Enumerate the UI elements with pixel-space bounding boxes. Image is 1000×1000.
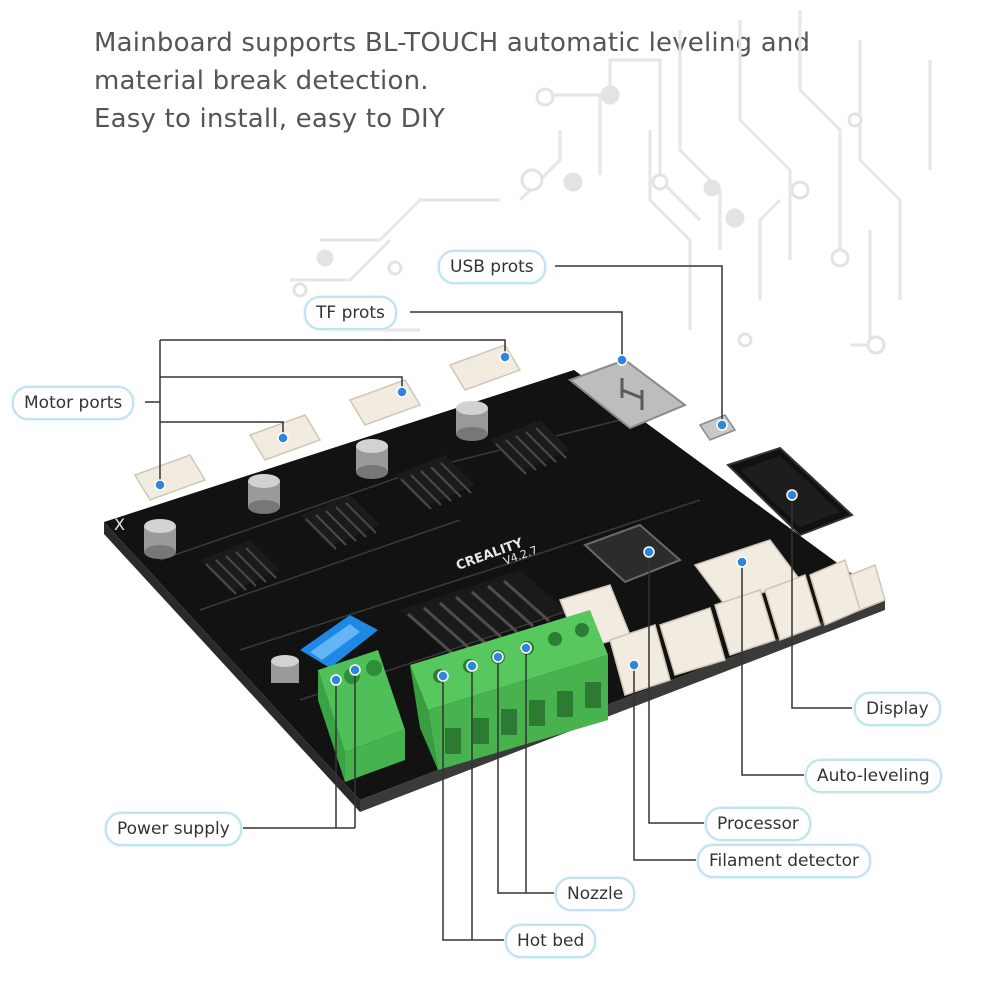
headline-line-2: material break detection.: [94, 66, 429, 96]
stepper-driver-heatsinks: [200, 420, 570, 595]
callout-usb-ports: USB prots: [438, 250, 546, 284]
fuse: [300, 615, 378, 668]
main-heatsink: [400, 570, 565, 656]
headline-line-1: Mainboard supports BL-TOUCH automatic le…: [94, 28, 811, 58]
side-connectors: [558, 539, 886, 696]
tf-card-slot: [567, 358, 687, 430]
background-circuit-traces: [290, 10, 932, 347]
callout-motor-ports: Motor ports: [12, 386, 135, 420]
callout-auto-leveling: Auto-leveling: [805, 759, 942, 793]
capacitors: [144, 401, 488, 683]
power-terminal: [318, 650, 405, 782]
axis-marker-label: X: [114, 515, 125, 534]
callout-display: Display: [854, 692, 941, 726]
headline-line-3: Easy to install, easy to DIY: [94, 104, 445, 134]
processor-chip: [583, 523, 682, 584]
background-circuit-nodes: [292, 85, 886, 355]
marker-dots: [154, 351, 798, 686]
callout-power-supply: Power supply: [105, 812, 242, 846]
callout-hot-bed: Hot bed: [505, 924, 597, 958]
mainboard: CREALITY V4.2.7 X: [104, 344, 886, 812]
callout-nozzle: Nozzle: [555, 877, 636, 911]
callout-tf-ports: TF prots: [304, 296, 397, 330]
callout-filament-detector: Filament detector: [697, 844, 872, 878]
callout-processor: Processor: [705, 807, 811, 841]
